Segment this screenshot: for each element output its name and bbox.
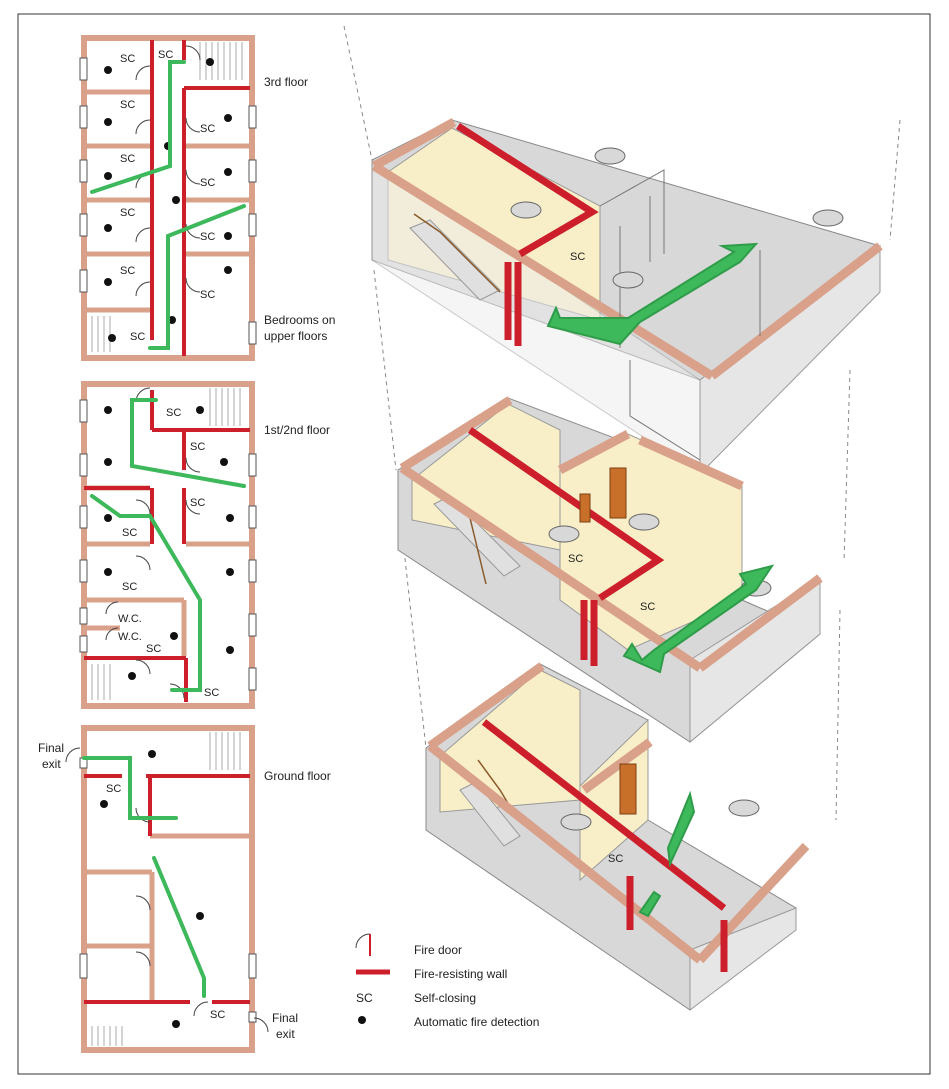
svg-text:SC: SC	[122, 527, 137, 539]
svg-text:SC: SC	[190, 497, 205, 509]
svg-text:SC: SC	[190, 441, 205, 453]
legend-sc-text: Self-closing	[414, 991, 476, 1005]
svg-text:SC: SC	[200, 289, 215, 301]
plan-third-floor	[79, 35, 257, 361]
iso-third-floor	[371, 118, 883, 476]
svg-text:SC: SC	[120, 153, 135, 165]
svg-text:SC: SC	[122, 581, 137, 593]
svg-text:SC: SC	[200, 177, 215, 189]
svg-text:SC: SC	[130, 331, 145, 343]
iso-first-second-floor	[397, 396, 823, 744]
plan-first-second-floor	[79, 381, 257, 709]
svg-text:SC: SC	[158, 49, 173, 61]
svg-text:SC: SC	[210, 1009, 225, 1021]
plan-sc-labels: SC SC SC SC SC SC SC SC SC SC SC SC SC S…	[106, 49, 225, 1021]
iso0-detectors	[560, 799, 760, 831]
iso0-door	[619, 763, 637, 815]
svg-text:SC: SC	[146, 643, 161, 655]
iso12-sc-label-a: SC	[568, 553, 583, 565]
svg-text:SC: SC	[120, 265, 135, 277]
final-exit-left-1: Final	[38, 741, 64, 755]
legend-detector-icon	[358, 1016, 366, 1024]
legend-sc-symbol: SC	[356, 991, 373, 1005]
projection-lines	[343, 25, 901, 821]
iso12-door	[609, 467, 627, 519]
frame	[17, 13, 931, 1075]
final-exit-right-2: exit	[276, 1027, 295, 1041]
legend: SC Fire door Fire-resisting wall Self-cl…	[355, 933, 539, 1029]
iso0-sc-label: SC	[608, 853, 623, 865]
svg-text:W.C.: W.C.	[118, 631, 142, 643]
svg-text:SC: SC	[200, 231, 215, 243]
svg-text:W.C.: W.C.	[118, 613, 142, 625]
legend-fire-door-icon	[355, 933, 371, 956]
legend-fire-wall-text: Fire-resisting wall	[414, 967, 507, 981]
iso12-door-small	[579, 493, 591, 523]
svg-text:SC: SC	[166, 407, 181, 419]
iso12-sc-label-b: SC	[640, 601, 655, 613]
svg-text:SC: SC	[120, 99, 135, 111]
final-exit-right-1: Final	[272, 1011, 298, 1025]
svg-text:SC: SC	[106, 783, 121, 795]
label-first-second-floor: 1st/2nd floor	[264, 423, 330, 437]
legend-fire-door-text: Fire door	[414, 943, 462, 957]
svg-text:SC: SC	[120, 53, 135, 65]
iso3-detectors	[510, 147, 844, 289]
legend-detector-text: Automatic fire detection	[414, 1015, 539, 1029]
label-bedrooms-2: upper floors	[264, 329, 327, 343]
svg-text:SC: SC	[120, 207, 135, 219]
label-ground-floor: Ground floor	[264, 769, 331, 783]
iso-ground-floor	[425, 662, 810, 1012]
final-exit-left-2: exit	[42, 757, 61, 771]
label-bedrooms-1: Bedrooms on	[264, 313, 335, 327]
svg-text:SC: SC	[200, 123, 215, 135]
label-third-floor: 3rd floor	[264, 75, 308, 89]
svg-text:SC: SC	[204, 687, 219, 699]
iso3-sc-label: SC	[570, 251, 585, 263]
plan-ground-floor	[65, 725, 269, 1053]
